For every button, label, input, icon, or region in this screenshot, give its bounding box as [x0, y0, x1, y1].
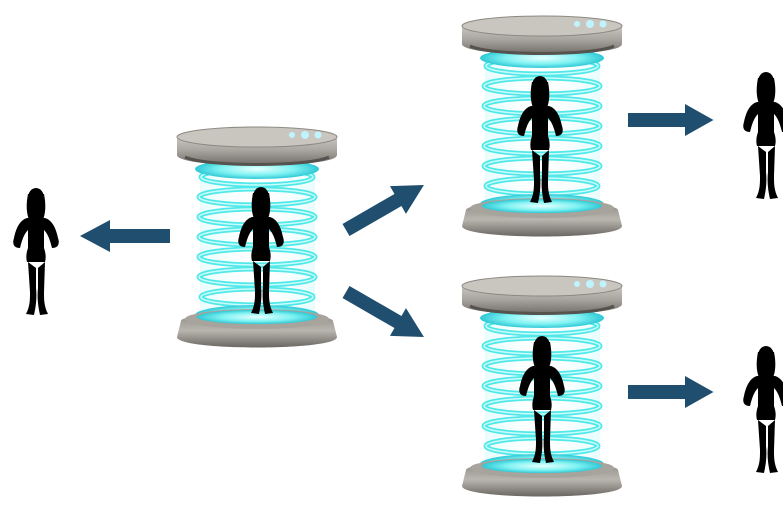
teleporter-pod-icon [177, 127, 337, 348]
arrow-up-right-icon [338, 171, 432, 244]
person-silhouette-icon [13, 188, 59, 315]
right-arrow-icon [628, 104, 714, 136]
teleporter-pod-icon [462, 276, 622, 497]
person-silhouette-icon [743, 72, 783, 199]
person-silhouette-icon [743, 346, 783, 473]
teleporter-pod-icon [462, 16, 622, 237]
arrow-down-right-icon [338, 278, 432, 351]
left-arrow-icon [80, 220, 170, 252]
right-arrow-icon [628, 376, 714, 408]
